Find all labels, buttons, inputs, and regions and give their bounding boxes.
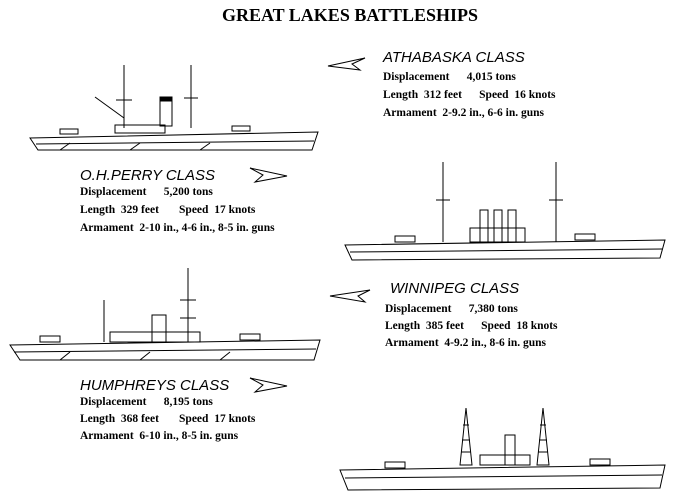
athabaska-class-title: ATHABASKA CLASS	[383, 49, 525, 66]
perry-armament: Armament 2-10 in., 4-6 in., 8-5 in. guns	[80, 222, 275, 234]
winnipeg-armament: Armament 4-9.2 in., 8-6 in. guns	[385, 337, 547, 349]
perry-length-speed: Length 329 feet Speed 17 knots	[80, 204, 256, 216]
arrow-left-icon	[329, 289, 371, 303]
winnipeg-length-speed: Length 385 feet Speed 18 knots	[385, 320, 558, 332]
winnipeg-class-title: WINNIPEG CLASS	[390, 280, 520, 297]
perry-displacement: Displacement 5,200 tons	[80, 186, 213, 198]
humphreys-displacement: Displacement 8,195 tons	[80, 396, 213, 408]
winnipeg-displacement: Displacement 7,380 tons	[385, 303, 518, 315]
arrow-left-icon	[327, 57, 366, 71]
winnipeg-ship-drawing	[9, 268, 321, 361]
athabaska-ship-drawing	[29, 65, 319, 151]
arrow-right-icon	[249, 167, 288, 183]
athabaska-displacement: Displacement 4,015 tons	[383, 71, 516, 83]
athabaska-armament: Armament 2-9.2 in., 6-6 in. guns	[383, 107, 545, 119]
humphreys-class-title: HUMPHREYS CLASS	[80, 377, 230, 394]
page-title: GREAT LAKES BATTLESHIPS	[221, 5, 479, 25]
perry-class-title: O.H.PERRY CLASS	[80, 167, 216, 184]
athabaska-length-speed: Length 312 feet Speed 16 knots	[383, 89, 556, 101]
perry-ship-drawing	[344, 162, 666, 261]
humphreys-length-speed: Length 368 feet Speed 17 knots	[80, 413, 256, 425]
humphreys-ship-drawing	[339, 407, 666, 491]
humphreys-armament: Armament 6-10 in., 8-5 in. guns	[80, 430, 239, 442]
arrow-right-icon	[249, 377, 288, 393]
